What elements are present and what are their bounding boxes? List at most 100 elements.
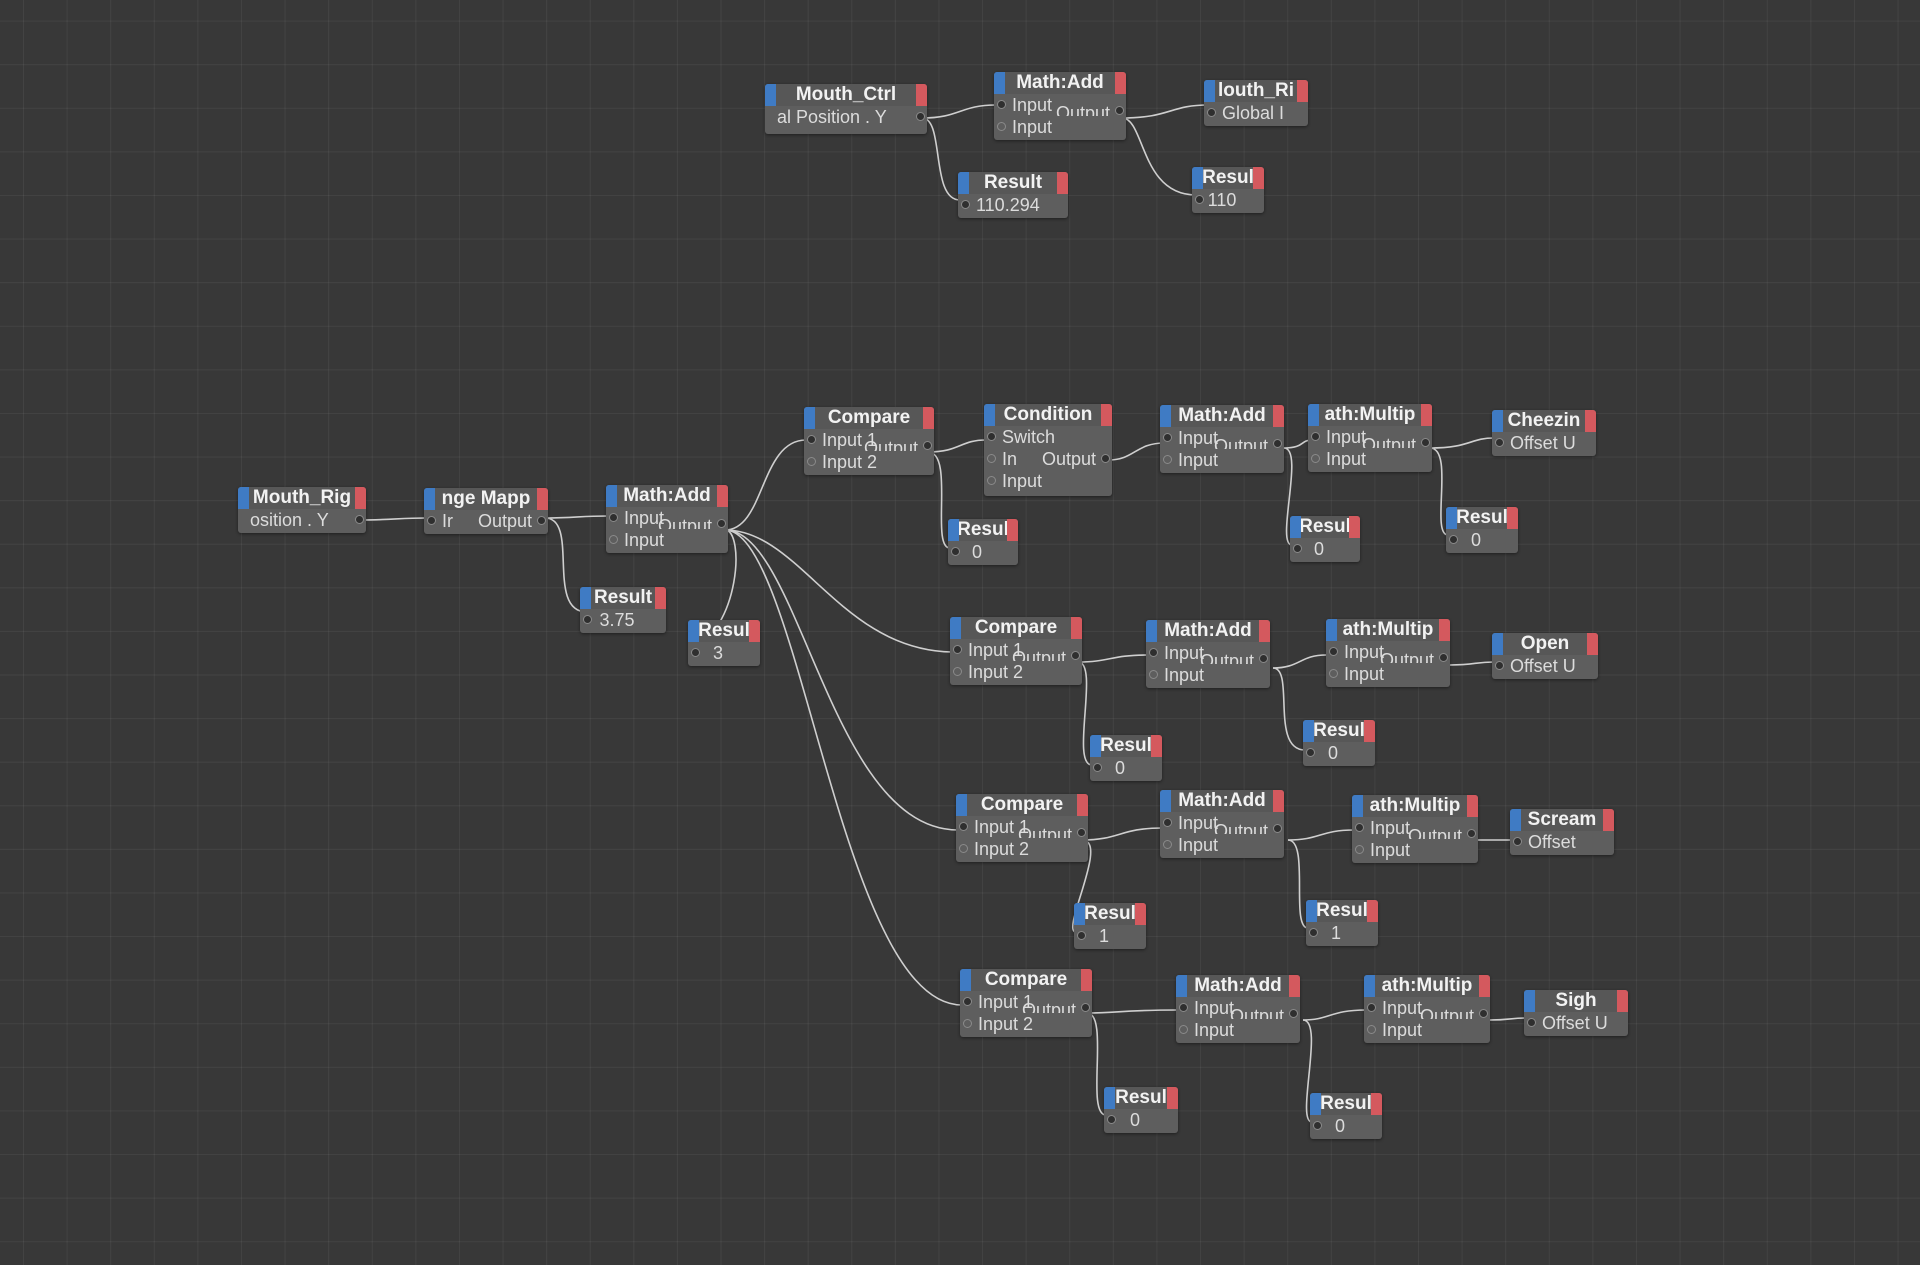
input-port[interactable] [1495, 661, 1504, 670]
output-port[interactable] [923, 441, 932, 450]
input-port[interactable] [1093, 763, 1102, 772]
output-port[interactable] [1273, 824, 1282, 833]
output-port[interactable] [1467, 829, 1476, 838]
node-result-top-b[interactable]: Resul 110 [1192, 167, 1264, 213]
output-port[interactable] [1273, 439, 1282, 448]
output-port[interactable] [537, 516, 546, 525]
node-result-c3[interactable]: Resul 1 [1074, 903, 1146, 949]
input-port[interactable] [953, 645, 962, 654]
node-result-a1[interactable]: Resul 0 [1290, 516, 1360, 562]
input-port[interactable] [951, 547, 960, 556]
output-port[interactable] [1115, 106, 1124, 115]
input-port[interactable] [1355, 823, 1364, 832]
input-port[interactable] [987, 432, 996, 441]
input-port[interactable] [959, 822, 968, 831]
input-port[interactable] [1306, 748, 1315, 757]
input-port[interactable] [959, 844, 968, 853]
input-port[interactable] [1513, 837, 1522, 846]
node-sigh[interactable]: Sigh Offset U [1524, 990, 1628, 1036]
input-port[interactable] [1293, 544, 1302, 553]
input-port[interactable] [1163, 455, 1172, 464]
output-port[interactable] [1289, 1009, 1298, 1018]
output-port[interactable] [1101, 454, 1110, 463]
input-port[interactable] [961, 200, 970, 209]
node-mouth-ctrl[interactable]: Mouth_Ctrl al Position . Y [765, 84, 927, 134]
input-port[interactable] [1149, 648, 1158, 657]
input-port[interactable] [1495, 438, 1504, 447]
node-result-a3[interactable]: Resul 1 [1306, 900, 1378, 946]
input-port[interactable] [1207, 108, 1216, 117]
input-port[interactable] [807, 457, 816, 466]
input-port[interactable] [1329, 647, 1338, 656]
node-result-c1[interactable]: Resul 0 [948, 519, 1018, 565]
node-result-main[interactable]: Resul 3 [688, 620, 760, 666]
output-port[interactable] [1421, 438, 1430, 447]
node-result-m1[interactable]: Resul 0 [1446, 507, 1518, 553]
input-port[interactable] [1149, 670, 1158, 679]
input-port[interactable] [427, 516, 436, 525]
output-port[interactable] [717, 519, 726, 528]
node-mouth-rig-left[interactable]: Mouth_Rig osition . Y [238, 487, 366, 533]
input-port[interactable] [609, 535, 618, 544]
input-port[interactable] [583, 615, 592, 624]
input-port[interactable] [953, 667, 962, 676]
output-port[interactable] [1259, 654, 1268, 663]
node-result-a4[interactable]: Resul 0 [1310, 1093, 1382, 1139]
output-port[interactable] [1081, 1003, 1090, 1012]
input-port[interactable] [1179, 1003, 1188, 1012]
node-result-range[interactable]: Result 3.75 [580, 587, 666, 633]
input-port[interactable] [1195, 195, 1204, 204]
input-port[interactable] [963, 997, 972, 1006]
node-result-a2[interactable]: Resul 0 [1303, 720, 1375, 766]
input-port[interactable] [1367, 1003, 1376, 1012]
input-port[interactable] [1311, 454, 1320, 463]
input-port[interactable] [1367, 1025, 1376, 1034]
input-port[interactable] [1163, 433, 1172, 442]
output-port[interactable] [916, 112, 925, 121]
output-port[interactable] [1479, 1009, 1488, 1018]
output-port[interactable] [1071, 651, 1080, 660]
input-port[interactable] [997, 122, 1006, 131]
node-result-c4[interactable]: Resul 0 [1104, 1087, 1178, 1133]
input-port[interactable] [1077, 931, 1086, 940]
input-port[interactable] [1179, 1025, 1188, 1034]
node-open[interactable]: Open Offset U [1492, 633, 1598, 679]
input-port[interactable] [1311, 432, 1320, 441]
node-result-c2[interactable]: Resul 0 [1090, 735, 1162, 781]
input-port[interactable] [1163, 840, 1172, 849]
input-port[interactable] [997, 100, 1006, 109]
input-port[interactable] [1163, 818, 1172, 827]
input-port[interactable] [691, 648, 700, 657]
node-cheezing[interactable]: Cheezin Offset U [1492, 410, 1596, 456]
output-port[interactable] [1077, 828, 1086, 837]
input-port[interactable] [1329, 669, 1338, 678]
output-port[interactable] [1439, 653, 1448, 662]
output-port[interactable] [355, 515, 364, 524]
input-port[interactable] [807, 435, 816, 444]
input-port[interactable] [1107, 1115, 1116, 1124]
input-port[interactable] [963, 1019, 972, 1028]
input-port[interactable] [609, 513, 618, 522]
input-port[interactable] [1449, 535, 1458, 544]
node-result-top-a[interactable]: Result 110.294 [958, 172, 1068, 218]
input-port[interactable] [1309, 928, 1318, 937]
input-port[interactable] [1355, 845, 1364, 854]
input-port[interactable] [987, 454, 996, 463]
